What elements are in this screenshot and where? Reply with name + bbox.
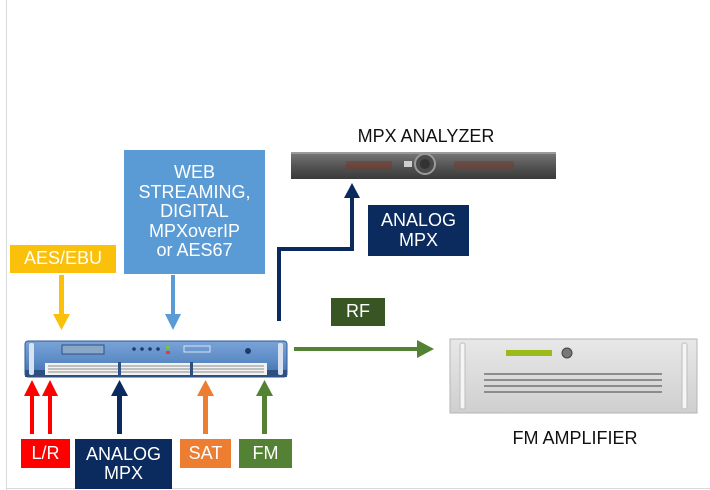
fm-amplifier-label: FM AMPLIFIER bbox=[512, 428, 638, 448]
bottom-frame-line bbox=[6, 488, 710, 489]
fm-amplifier-device bbox=[449, 338, 698, 414]
rf-output-arrow bbox=[294, 340, 434, 358]
sat-arrow bbox=[197, 380, 214, 434]
mpx-analyzer-label: MPX ANALYZER bbox=[357, 126, 495, 146]
lr-arrow-right bbox=[42, 380, 58, 434]
processor-unit bbox=[24, 340, 288, 378]
left-frame-line bbox=[6, 0, 7, 490]
lr-arrow-left bbox=[24, 380, 40, 434]
lr-label: L/R bbox=[21, 439, 70, 468]
fm-arrow bbox=[256, 380, 273, 434]
rf-label: RF bbox=[331, 298, 385, 326]
analog-mpx-input-arrow bbox=[111, 380, 128, 434]
sat-label: SAT bbox=[180, 439, 231, 468]
analog-mpx-input-label: ANALOG MPX bbox=[75, 439, 172, 489]
web-streaming-arrow bbox=[165, 275, 181, 330]
mpx-analyzer-device bbox=[291, 152, 556, 179]
mpx-output-arrow bbox=[277, 183, 360, 321]
aes-arrow bbox=[53, 275, 70, 330]
analog-mpx-output-label: ANALOG MPX bbox=[368, 205, 469, 256]
fm-label: FM bbox=[239, 439, 292, 468]
aes-ebu-label: AES/EBU bbox=[10, 245, 116, 273]
web-streaming-label: WEB STREAMING, DIGITAL MPXoverIP or AES6… bbox=[124, 150, 265, 274]
